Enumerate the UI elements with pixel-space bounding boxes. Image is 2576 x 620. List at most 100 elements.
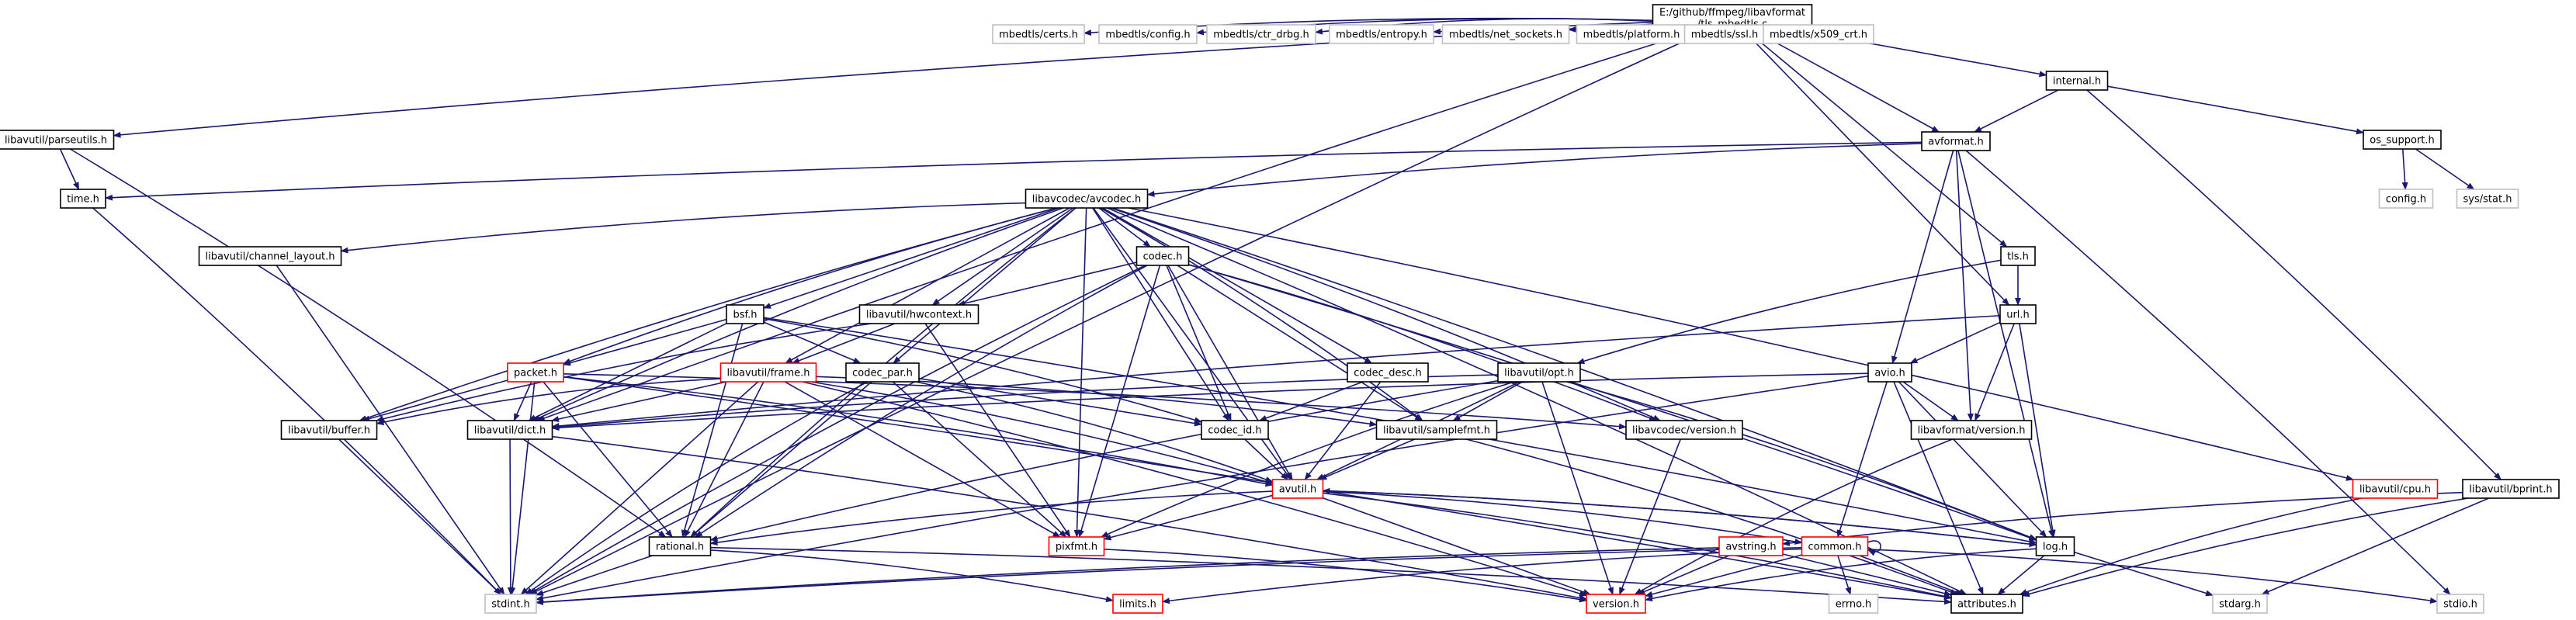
- edge-bsf-to-packet: [563, 318, 727, 366]
- node-label: attributes.h: [1957, 599, 2016, 611]
- edge-avformat-to-time: [105, 141, 1922, 201]
- edge-avutil-to-attributes: [1323, 492, 1952, 600]
- node-url[interactable]: url.h: [1999, 304, 2037, 324]
- node-label: errno.h: [1836, 599, 1872, 611]
- edge-hwcontext-to-frame: [792, 323, 896, 364]
- node-label: url.h: [2006, 310, 2030, 321]
- node-box: [60, 189, 106, 209]
- node-ctr-drbg[interactable]: mbedtls/ctr_drbg.h: [1206, 24, 1316, 44]
- node-avcodec[interactable]: libavcodec/avcodec.h: [1025, 189, 1149, 209]
- node-bsf[interactable]: bsf.h: [726, 304, 764, 324]
- node-codec[interactable]: codec.h: [1135, 246, 1190, 266]
- node-box: [1206, 24, 1316, 44]
- node-avformat[interactable]: avformat.h: [1921, 131, 1991, 151]
- edge-log-to-stdarg: [2074, 551, 2214, 597]
- edge-codec-to-avutil: [1167, 265, 1293, 480]
- node-entropy[interactable]: mbedtls/entropy.h: [1329, 24, 1434, 44]
- node-parseutils[interactable]: libavutil/parseutils.h: [0, 130, 115, 150]
- edge-codec-par-to-pixfmt: [892, 381, 1067, 538]
- node-stdarg[interactable]: stdarg.h: [2212, 594, 2268, 614]
- node-os-support[interactable]: os_support.h: [2363, 130, 2442, 150]
- node-packet[interactable]: packet.h: [507, 362, 564, 383]
- node-errno[interactable]: errno.h: [1828, 594, 1879, 614]
- edge-root-to-stdint: [529, 32, 1704, 595]
- node-label: libavformat/version.h: [1918, 425, 2026, 437]
- nodes-layer: E:/github/ffmpeg/libavformat/tls_mbedtls…: [0, 4, 2560, 614]
- node-avcodec-version[interactable]: libavcodec/version.h: [1625, 420, 1743, 440]
- edge-root-to-url: [1745, 32, 2010, 306]
- node-box: [2436, 594, 2484, 614]
- node-pixfmt[interactable]: pixfmt.h: [1048, 536, 1105, 556]
- node-codec-par[interactable]: codec_par.h: [845, 362, 920, 383]
- node-config-mbed[interactable]: mbedtls/config.h: [1098, 24, 1198, 44]
- node-common[interactable]: common.h: [1801, 536, 1869, 556]
- node-internal[interactable]: internal.h: [2045, 71, 2109, 91]
- node-avutil[interactable]: avutil.h: [1271, 479, 1324, 499]
- node-box: [1375, 420, 1498, 440]
- edge-avio-to-attributes: [1893, 381, 1984, 595]
- node-attributes[interactable]: attributes.h: [1950, 594, 2023, 614]
- edge-avcodec-to-hwcontext: [931, 207, 1074, 306]
- edge-internal-to-os-support: [2107, 85, 2364, 135]
- edge-packet-to-rational: [543, 381, 673, 538]
- edge-root-to-tls: [1749, 32, 2008, 248]
- edge-pixfmt-to-version: [1104, 548, 1587, 603]
- node-box: [1867, 362, 1912, 383]
- node-codec-id[interactable]: codec_id.h: [1201, 420, 1269, 440]
- node-label: mbedtls/net_sockets.h: [1449, 29, 1562, 41]
- node-cpu[interactable]: libavutil/cpu.h: [2352, 479, 2439, 499]
- node-root[interactable]: E:/github/ffmpeg/libavformat/tls_mbedtls…: [1652, 4, 1813, 33]
- edge-avio-to-log: [1898, 381, 2047, 538]
- edge-samplefmt-to-avutil: [1319, 438, 1416, 480]
- node-certs[interactable]: mbedtls/certs.h: [992, 24, 1085, 44]
- node-box: [2212, 594, 2268, 614]
- node-label: tls.h: [2007, 251, 2029, 263]
- node-avio[interactable]: avio.h: [1867, 362, 1912, 383]
- node-codec-desc[interactable]: codec_desc.h: [1347, 362, 1429, 383]
- node-label: libavcodec/version.h: [1632, 425, 1736, 437]
- node-config[interactable]: config.h: [2378, 189, 2434, 209]
- node-box: [1271, 479, 1324, 499]
- node-dict[interactable]: libavutil/dict.h: [466, 420, 553, 440]
- node-samplefmt[interactable]: libavutil/samplefmt.h: [1375, 420, 1498, 440]
- node-label: stdint.h: [491, 599, 529, 611]
- node-box: [2462, 479, 2560, 499]
- edge-avcodec-to-channel-layout: [340, 202, 1026, 254]
- node-ssl[interactable]: mbedtls/ssl.h: [1683, 24, 1766, 44]
- node-avstring[interactable]: avstring.h: [1718, 536, 1784, 556]
- node-avformat-version[interactable]: libavformat/version.h: [1910, 420, 2033, 440]
- node-channel-layout[interactable]: libavutil/channel_layout.h: [198, 246, 342, 266]
- node-hwcontext[interactable]: libavutil/hwcontext.h: [858, 304, 979, 324]
- edge-common-to-errno: [1837, 555, 1852, 595]
- node-box: [1098, 24, 1198, 44]
- edge-avutil-to-rational: [709, 490, 1273, 546]
- node-limits[interactable]: limits.h: [1112, 594, 1163, 614]
- edge-avstring-to-attributes: [1782, 553, 1952, 597]
- node-tls[interactable]: tls.h: [2000, 246, 2036, 266]
- node-label: mbedtls/x509_crt.h: [1770, 29, 1867, 41]
- node-opt[interactable]: libavutil/opt.h: [1497, 362, 1581, 383]
- node-stdint[interactable]: stdint.h: [484, 594, 537, 614]
- node-rational[interactable]: rational.h: [648, 536, 712, 556]
- node-box: [1347, 362, 1429, 383]
- node-x509[interactable]: mbedtls/x509_crt.h: [1763, 24, 1874, 44]
- node-stdio[interactable]: stdio.h: [2436, 594, 2484, 614]
- node-bprint[interactable]: libavutil/bprint.h: [2462, 479, 2560, 499]
- node-label: mbedtls/ssl.h: [1691, 29, 1759, 41]
- edge-log-to-attributes: [1997, 555, 2045, 595]
- node-buffer[interactable]: libavutil/buffer.h: [280, 420, 378, 440]
- node-log[interactable]: log.h: [2035, 536, 2075, 556]
- node-sysstat[interactable]: sys/stat.h: [2456, 189, 2519, 209]
- node-net-sockets[interactable]: mbedtls/net_sockets.h: [1441, 24, 1570, 44]
- edge-frame-to-avutil: [810, 381, 1274, 485]
- edge-internal-to-avformat: [1974, 89, 2059, 133]
- node-frame[interactable]: libavutil/frame.h: [719, 362, 817, 383]
- node-box: [1828, 594, 1879, 614]
- edge-common-to-attributes: [1859, 555, 1964, 595]
- node-version[interactable]: version.h: [1586, 594, 1646, 614]
- node-platform[interactable]: mbedtls/platform.h: [1576, 24, 1687, 44]
- edge-hwcontext-to-buffer: [376, 323, 872, 422]
- node-time[interactable]: time.h: [60, 189, 106, 209]
- edge-frame-to-pixfmt: [784, 381, 1061, 538]
- node-label: libavcodec/avcodec.h: [1032, 194, 1142, 206]
